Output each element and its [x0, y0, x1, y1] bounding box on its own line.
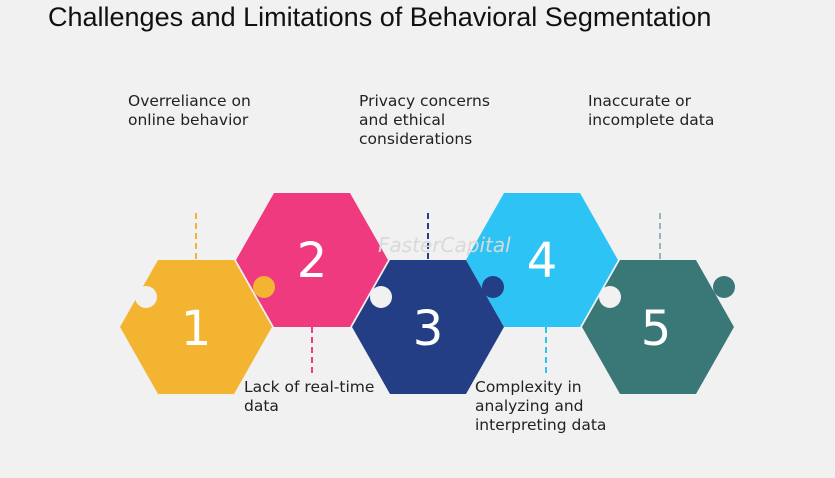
label-3-line-1: Privacy concerns — [359, 92, 490, 110]
number-1: 1 — [181, 301, 212, 357]
label-1: Overreliance on online behavior — [128, 92, 251, 130]
watermark: FasterCapital — [378, 233, 511, 257]
number-2: 2 — [297, 233, 328, 289]
hexagon-5 — [582, 260, 735, 394]
hexagon-1 — [120, 260, 275, 394]
label-4-line-1: Complexity in — [475, 378, 582, 396]
label-2-line-1: Lack of real-time — [244, 378, 375, 396]
label-3-line-2: and ethical — [359, 111, 446, 129]
label-1-line-1: Overreliance on — [128, 92, 251, 110]
label-2: Lack of real-time data — [244, 378, 374, 416]
number-3: 3 — [413, 301, 444, 357]
hexagon-2 — [236, 193, 388, 327]
label-4: Complexity in analyzing and interpreting… — [475, 378, 606, 435]
label-5-line-1: Inaccurate or — [588, 92, 692, 110]
number-5: 5 — [641, 301, 672, 357]
label-3: Privacy concerns and ethical considerati… — [359, 92, 490, 149]
hexagon-4 — [466, 193, 618, 327]
label-5: Inaccurate or incomplete data — [588, 92, 714, 130]
page-title: Challenges and Limitations of Behavioral… — [48, 2, 712, 32]
hexagon-3 — [352, 260, 504, 394]
label-5-line-2: incomplete data — [588, 111, 715, 129]
number-4: 4 — [527, 233, 558, 289]
label-2-line-2: data — [244, 397, 279, 415]
label-1-line-2: online behavior — [128, 111, 249, 129]
label-4-line-2: analyzing and — [475, 397, 584, 415]
label-4-line-3: interpreting data — [475, 416, 607, 434]
label-3-line-3: considerations — [359, 130, 473, 148]
